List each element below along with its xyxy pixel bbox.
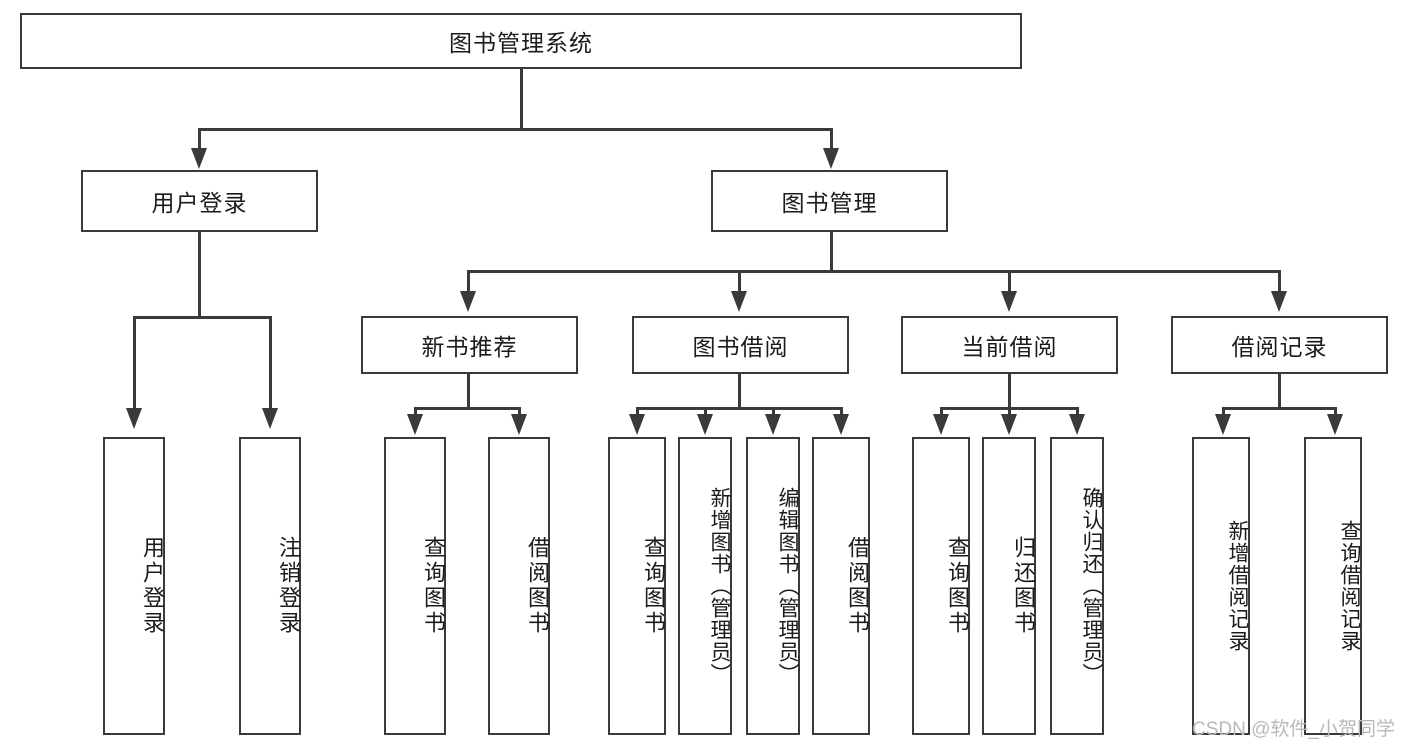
node-label: 图书管理 — [781, 190, 878, 216]
edge-bb-to-leaf-1 — [636, 407, 639, 420]
edge-bm-to-new-book — [467, 270, 470, 296]
edge-root-to-book-management — [830, 128, 833, 153]
arrow-nb-to-leaf-1 — [407, 414, 423, 435]
leaf-bb-borrow-book[interactable]: 借阅图书 — [812, 437, 870, 735]
leaf-bb-add-book-admin[interactable]: 新增图书（管理员） — [678, 437, 732, 735]
node-label: 用户登录 — [140, 536, 165, 636]
edge-book-borrow-bar — [636, 407, 842, 410]
arrow-bb-to-leaf-3 — [765, 414, 781, 435]
leaf-nb-borrow-book[interactable]: 借阅图书 — [488, 437, 550, 735]
edge-root-bar — [198, 128, 832, 131]
arrow-bm-to-book-borrow — [731, 291, 747, 312]
node-label: 当前借阅 — [961, 334, 1058, 360]
edge-cb-to-leaf-3 — [1076, 407, 1079, 420]
leaf-nb-query-book[interactable]: 查询图书 — [384, 437, 446, 735]
edge-borrow-record-bar — [1222, 407, 1336, 410]
edge-bb-to-leaf-2 — [704, 407, 707, 420]
edge-bm-to-current-borrow — [1008, 270, 1011, 296]
node-label: 图书管理系统 — [449, 30, 593, 56]
node-label: 查询图书 — [421, 536, 446, 636]
node-label: 查询借阅记录 — [1338, 520, 1361, 652]
node-label: 注销登录 — [276, 536, 301, 636]
edge-user-login-to-leaf-2 — [269, 316, 272, 412]
edge-current-borrow-stem — [1008, 374, 1011, 409]
node-label: 借阅图书 — [525, 536, 550, 636]
node-label: 查询图书 — [945, 536, 970, 636]
arrow-nb-to-leaf-2 — [511, 414, 527, 435]
node-book-borrow[interactable]: 图书借阅 — [632, 316, 849, 374]
edge-user-login-to-leaf-1 — [133, 316, 136, 412]
arrow-bb-to-leaf-4 — [833, 414, 849, 435]
node-book-management[interactable]: 图书管理 — [711, 170, 948, 232]
arrow-cb-to-leaf-1 — [933, 414, 949, 435]
edge-bb-to-leaf-4 — [840, 407, 843, 420]
edge-borrow-record-stem — [1278, 374, 1281, 409]
leaf-user-login[interactable]: 用户登录 — [103, 437, 165, 735]
arrow-bm-to-new-book — [460, 291, 476, 312]
edge-bb-to-leaf-3 — [772, 407, 775, 420]
leaf-bb-edit-book-admin[interactable]: 编辑图书（管理员） — [746, 437, 800, 735]
edge-book-management-bar — [467, 270, 1280, 273]
edge-root-to-user-login — [198, 128, 201, 153]
arrow-bb-to-leaf-1 — [629, 414, 645, 435]
node-label: 借阅记录 — [1231, 334, 1328, 360]
edge-new-book-bar — [414, 407, 520, 410]
node-label: 新增图书（管理员） — [708, 487, 731, 685]
leaf-logout[interactable]: 注销登录 — [239, 437, 301, 735]
leaf-cb-confirm-return-admin[interactable]: 确认归还（管理员） — [1050, 437, 1104, 735]
arrow-cb-to-leaf-2 — [1001, 414, 1017, 435]
leaf-br-query-record[interactable]: 查询借阅记录 — [1304, 437, 1362, 735]
edge-nb-to-leaf-1 — [414, 407, 417, 420]
edge-br-to-leaf-1 — [1222, 407, 1225, 420]
node-label: 查询图书 — [641, 536, 666, 636]
arrow-br-to-leaf-2 — [1327, 414, 1343, 435]
node-root-book-management-system[interactable]: 图书管理系统 — [20, 13, 1022, 69]
node-label: 新增借阅记录 — [1226, 520, 1249, 652]
edge-nb-to-leaf-2 — [518, 407, 521, 420]
node-borrow-record[interactable]: 借阅记录 — [1171, 316, 1388, 374]
edge-book-management-stem — [830, 232, 833, 272]
node-label: 编辑图书（管理员） — [776, 487, 799, 685]
arrow-br-to-leaf-1 — [1215, 414, 1231, 435]
edge-bm-to-borrow-record — [1278, 270, 1281, 296]
edge-br-to-leaf-2 — [1334, 407, 1337, 420]
node-user-login[interactable]: 用户登录 — [81, 170, 318, 232]
node-label: 借阅图书 — [845, 536, 870, 636]
arrow-user-login-to-leaf-1 — [126, 408, 142, 429]
edge-cb-to-leaf-1 — [940, 407, 943, 420]
edge-new-book-stem — [467, 374, 470, 409]
leaf-bb-query-book[interactable]: 查询图书 — [608, 437, 666, 735]
node-label: 用户登录 — [151, 190, 248, 216]
arrow-user-login-to-leaf-2 — [262, 408, 278, 429]
arrow-bm-to-current-borrow — [1001, 291, 1017, 312]
node-label: 确认归还（管理员） — [1080, 487, 1103, 685]
leaf-br-add-record[interactable]: 新增借阅记录 — [1192, 437, 1250, 735]
edge-root-stem — [520, 69, 523, 130]
leaf-cb-return-book[interactable]: 归还图书 — [982, 437, 1036, 735]
edge-user-login-stem — [198, 232, 201, 318]
node-new-book-recommend[interactable]: 新书推荐 — [361, 316, 578, 374]
arrow-bm-to-borrow-record — [1271, 291, 1287, 312]
edge-user-login-bar — [133, 316, 271, 319]
arrow-bb-to-leaf-2 — [697, 414, 713, 435]
node-label: 归还图书 — [1011, 536, 1036, 636]
edge-bm-to-book-borrow — [738, 270, 741, 296]
arrow-root-to-book-management — [823, 148, 839, 169]
arrow-root-to-user-login — [191, 148, 207, 169]
node-label: 图书借阅 — [692, 334, 789, 360]
node-label: 新书推荐 — [421, 334, 518, 360]
arrow-cb-to-leaf-3 — [1069, 414, 1085, 435]
node-current-borrow[interactable]: 当前借阅 — [901, 316, 1118, 374]
leaf-cb-query-book[interactable]: 查询图书 — [912, 437, 970, 735]
edge-cb-to-leaf-2 — [1008, 407, 1011, 420]
edge-book-borrow-stem — [738, 374, 741, 409]
